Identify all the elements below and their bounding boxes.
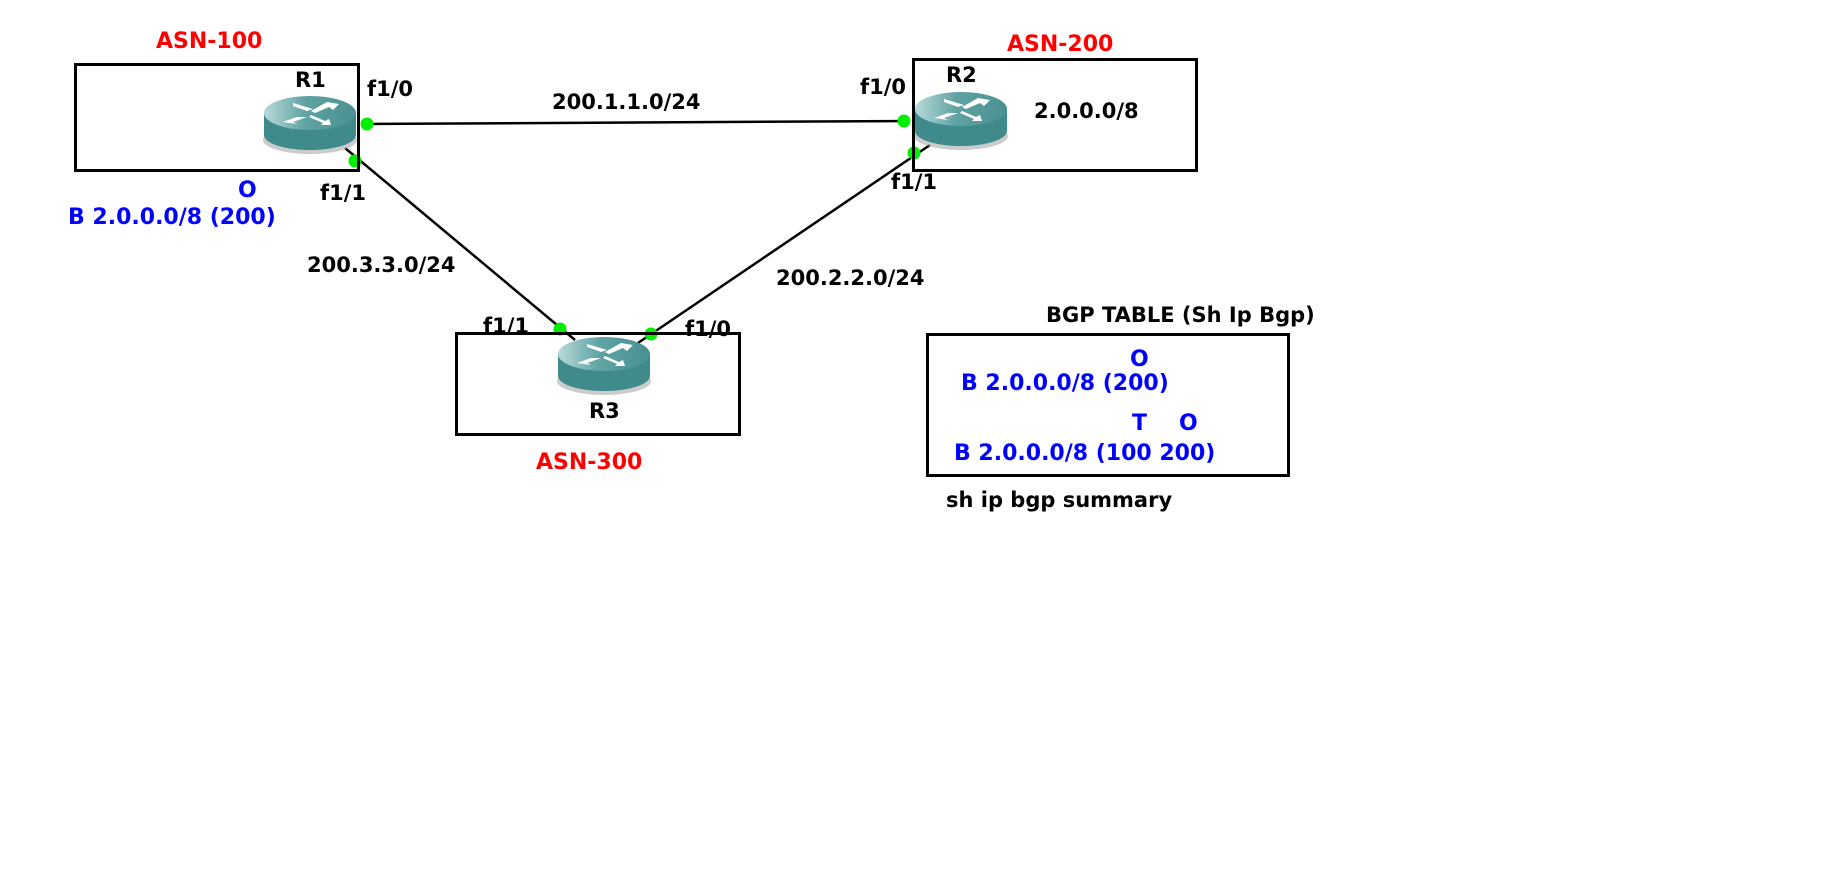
r1-f1-1-label: f1/1 bbox=[320, 181, 367, 205]
r2-f1-1-label: f1/1 bbox=[891, 170, 938, 194]
r2-f1-0-label: f1/0 bbox=[860, 75, 907, 99]
r1-route-origin-marker: O bbox=[238, 178, 257, 203]
r3-f1-1-label: f1/1 bbox=[483, 314, 530, 338]
link-r1-r3[interactable] bbox=[344, 147, 576, 341]
bgp-summary-command: sh ip bgp summary bbox=[946, 488, 1173, 512]
router-r3-label: R3 bbox=[589, 399, 620, 423]
bgp-row2-origin-marker: O bbox=[1179, 411, 1198, 436]
asn-300-label: ASN-300 bbox=[536, 450, 643, 475]
r3-f1-0-label: f1/0 bbox=[685, 317, 732, 341]
router-r1-label: R1 bbox=[295, 68, 326, 92]
link-r1-r2[interactable] bbox=[366, 119, 905, 126]
subnet-200-2-2-0-label: 200.2.2.0/24 bbox=[776, 266, 925, 290]
subnet-200-3-3-0-label: 200.3.3.0/24 bbox=[307, 253, 456, 277]
bgp-row2-transit-marker: T bbox=[1132, 411, 1148, 436]
bgp-table-box bbox=[926, 333, 1290, 477]
asn-200-label: ASN-200 bbox=[1007, 32, 1114, 57]
router-r2-label: R2 bbox=[946, 63, 977, 87]
r2-f1-0-port[interactable] bbox=[897, 114, 911, 128]
asn-100-label: ASN-100 bbox=[156, 29, 263, 54]
r2-network-label: 2.0.0.0/8 bbox=[1034, 99, 1139, 123]
bgp-row1-entry: B 2.0.0.0/8 (200) bbox=[961, 371, 1169, 396]
r1-f1-0-port[interactable] bbox=[360, 117, 374, 131]
asn-200-box bbox=[912, 58, 1198, 172]
subnet-200-1-1-0-label: 200.1.1.0/24 bbox=[552, 90, 701, 114]
bgp-row1-origin-marker: O bbox=[1130, 347, 1149, 372]
asn-100-box bbox=[74, 63, 360, 172]
asn-300-box bbox=[455, 332, 741, 436]
bgp-table-title: BGP TABLE (Sh Ip Bgp) bbox=[1046, 303, 1315, 327]
r1-f1-0-label: f1/0 bbox=[367, 77, 414, 101]
link-r3-r2[interactable] bbox=[637, 143, 931, 345]
r1-route-entry: B 2.0.0.0/8 (200) bbox=[68, 205, 276, 230]
bgp-row2-entry: B 2.0.0.0/8 (100 200) bbox=[954, 441, 1216, 466]
